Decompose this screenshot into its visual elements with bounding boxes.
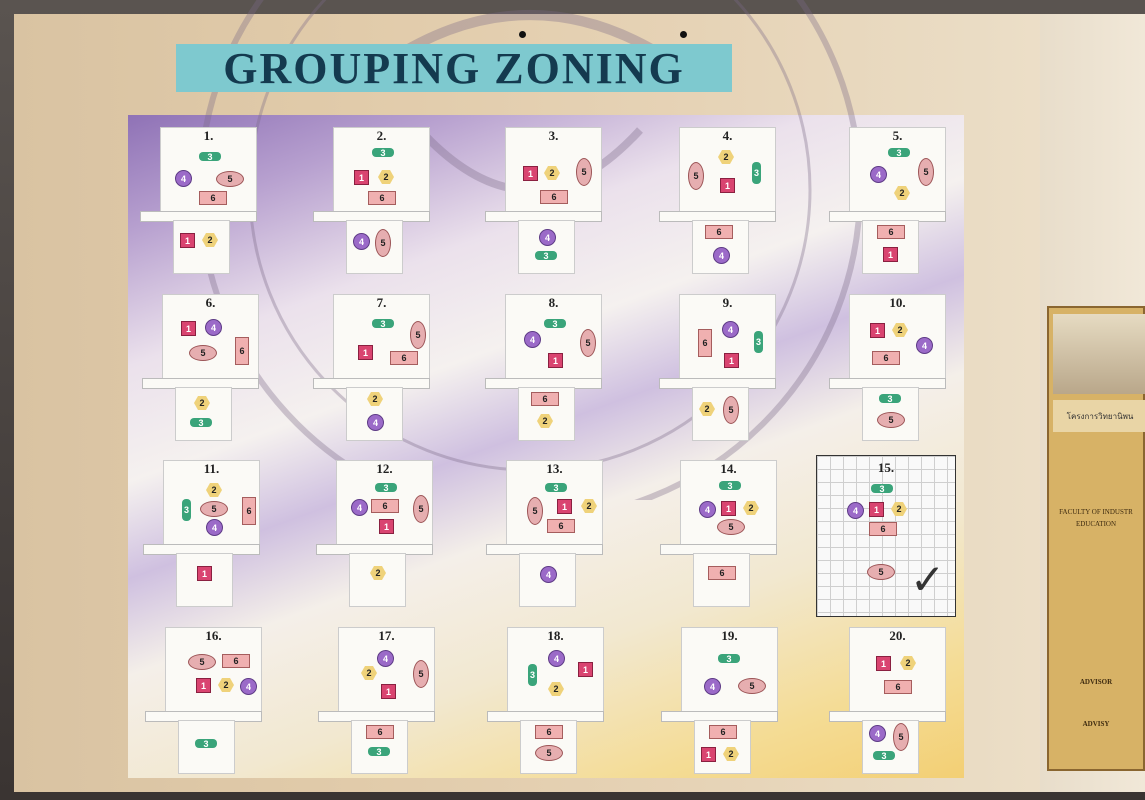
pin-icon [519, 31, 526, 38]
poster-heading: โครงการวิทยานิพน [1053, 400, 1145, 432]
thesis-poster: โครงการวิทยานิพน FACULTY OF INDUSTR EDUC… [1047, 306, 1145, 771]
zone-number: 18. [508, 628, 603, 644]
poster-advisor: ADVISOR [1049, 678, 1143, 686]
zone-number: 14. [681, 461, 776, 477]
zone-number: 13. [507, 461, 602, 477]
zone-number: 17. [339, 628, 434, 644]
zone-number: 19. [682, 628, 777, 644]
zone-number: 8. [506, 295, 601, 311]
zone-number: 1. [161, 128, 256, 144]
poster-education: EDUCATION [1049, 520, 1143, 528]
poster-advisy: ADVISY [1049, 720, 1143, 728]
zone-number: 4. [680, 128, 775, 144]
zone-number: 15. [817, 460, 955, 476]
zone-number: 10. [850, 295, 945, 311]
zone-number: 9. [680, 295, 775, 311]
zone-number: 6. [163, 295, 258, 311]
poster-photo [1053, 314, 1145, 394]
checkmark-icon: ✓ [910, 555, 945, 604]
zone-number: 12. [337, 461, 432, 477]
zone-number: 3. [506, 128, 601, 144]
zone-number: 16. [166, 628, 261, 644]
zone-number: 20. [850, 628, 945, 644]
pin-icon [680, 31, 687, 38]
zone-number: 11. [164, 461, 259, 477]
zone-number: 7. [334, 295, 429, 311]
zone-number: 2. [334, 128, 429, 144]
page-title: GROUPING ZONING [176, 44, 732, 92]
zone-number: 5. [850, 128, 945, 144]
poster-faculty: FACULTY OF INDUSTR [1049, 508, 1143, 516]
